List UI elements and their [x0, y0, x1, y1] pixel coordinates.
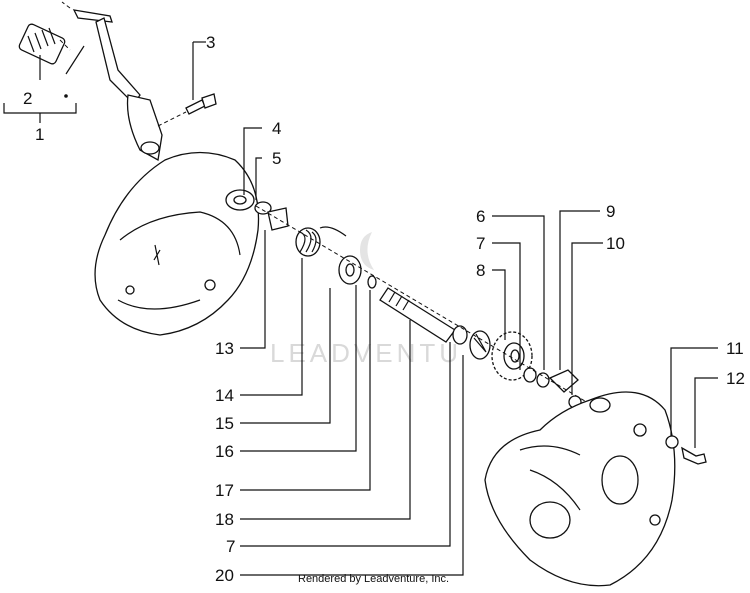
lever-bolt-part — [157, 93, 217, 127]
callout-2: 2 — [23, 89, 32, 108]
callout-20: 20 — [215, 566, 234, 585]
part-5-washer — [254, 201, 272, 215]
clutch-cover-part — [94, 151, 260, 336]
callout-6: 6 — [476, 207, 485, 226]
part-13-bushing — [267, 207, 289, 231]
callout-9: 9 — [606, 202, 615, 221]
crankcase-part — [484, 391, 676, 587]
assembly-axis — [255, 205, 591, 405]
callout-3: 3 — [206, 33, 215, 52]
callout-18: 18 — [215, 510, 234, 529]
part-16-ratchet — [338, 255, 362, 285]
part-9-plate — [548, 369, 579, 393]
callout-11: 11 — [726, 339, 744, 358]
part-12-bolt — [681, 446, 707, 465]
callout-1: 1 — [35, 125, 44, 144]
part-7-washer — [452, 325, 468, 345]
part-14-spring — [295, 226, 347, 257]
leader-lines — [192, 41, 718, 576]
group-bracket — [3, 45, 85, 123]
kick-rubber-part — [18, 23, 71, 65]
callout-14: 14 — [215, 386, 234, 405]
watermark-flame-icon — [360, 232, 374, 270]
callout-5: 5 — [272, 149, 281, 168]
callout-13: 13 — [215, 339, 234, 358]
part-7-washer-2 — [523, 367, 537, 383]
callout-17: 17 — [215, 481, 234, 500]
part-20-bearing — [469, 330, 491, 360]
part-17-circlip — [367, 275, 377, 289]
callout-4: 4 — [272, 119, 281, 138]
callout-16: 16 — [215, 442, 234, 461]
part-8-gear — [491, 331, 533, 381]
part-18-kick-shaft — [379, 287, 456, 343]
callout-10: 10 — [606, 234, 625, 253]
part-6-circlip — [536, 372, 550, 388]
callout-8: 8 — [476, 261, 485, 280]
watermark-text: LEADVENTU — [270, 338, 462, 368]
callout-7-top: 7 — [476, 234, 485, 253]
callout-15: 15 — [215, 414, 234, 433]
callout-12: 12 — [726, 369, 745, 388]
part-11-washer — [665, 435, 679, 449]
render-credit: Rendered by Leadventure, Inc. — [298, 573, 449, 585]
kick-start-lever-part — [61, 1, 163, 162]
callout-7-bottom: 7 — [226, 537, 235, 556]
